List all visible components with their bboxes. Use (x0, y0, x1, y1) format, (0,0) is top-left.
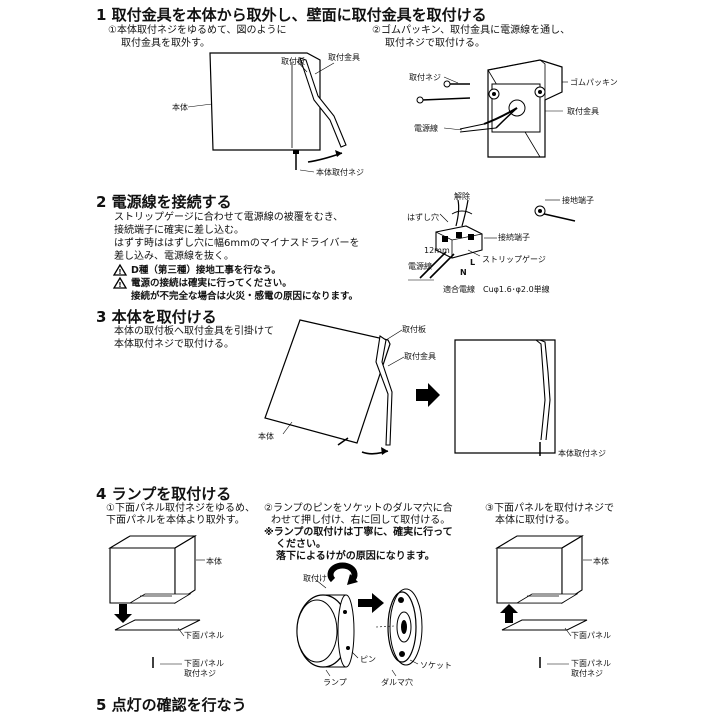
fig-label-l: L (470, 258, 476, 267)
fig1-label-screw: 本体取付ネジ (316, 168, 364, 177)
step4-sub2-line2: わせて押し付け、右に回して取付ける。 (271, 515, 451, 526)
fig-label-spec: 適合電線 Cuφ1.6･φ2.0単線 (443, 285, 550, 294)
fig4b-label-pin: ピン (360, 655, 376, 664)
fig4a-label-panel: 下面パネル (184, 631, 224, 640)
fig4c-label-body: 本体 (593, 557, 609, 566)
step4-note3: 落下によるけがの原因になります。 (276, 551, 435, 562)
fig-label-ground: 接地端子 (562, 196, 594, 205)
step4-sub3-line1: ③下面パネルを取付けネジで (485, 503, 614, 514)
fig-label-cable: 電源線 (408, 262, 432, 271)
fig3-label-body: 本体 (258, 432, 274, 441)
step2-line4: 差し込み、電源線を抜く。 (114, 251, 234, 262)
step2-line1: ストリップゲージに合わせて電源線の被覆をむき、 (114, 212, 344, 223)
fig-label-terminal: 接続端子 (498, 233, 530, 242)
fig-label-length: 12mm (424, 246, 450, 255)
step1-sub2-line2: 取付ネジで取付ける。 (385, 38, 485, 49)
warning-fire: 接続が不完全な場合は火災・感電の原因になります。 (131, 291, 359, 302)
step3-line1: 本体の取付板へ取付金具を引掛けて (114, 326, 274, 337)
step2-line2: 接続端子に確実に差し込む。 (114, 225, 244, 236)
step2-line3: はずす時ははずし穴に幅6mmのマイナスドライバーを (114, 238, 360, 249)
fig2-label-bracket: 取付金具 (567, 107, 599, 116)
step4-sub1-line1: ①下面パネル取付ネジをゆるめ、 (106, 503, 255, 514)
step4-note1: ※ランプの取付けは丁寧に、確実に行って (264, 527, 453, 538)
fig1-label-bracket: 取付金具 (328, 53, 360, 62)
warning-ground: D種（第三種）接地工事を行なう。 (131, 265, 281, 276)
fig-label-strip: ストリップゲージ (482, 255, 546, 264)
fig3-label-plate: 取付板 (402, 325, 426, 334)
step4-title: 4 ランプを取付ける (96, 485, 232, 503)
step4-sub2-line1: ②ランプのピンをソケットのダルマ穴に合 (264, 503, 453, 514)
fig4b-label-hole: ダルマ穴 (381, 678, 413, 687)
step3-title: 3 本体を取付ける (96, 308, 217, 326)
svg-text:!: ! (118, 268, 121, 276)
step4-note2: ください。 (276, 539, 326, 550)
warning-connection: 電源の接続は確実に行ってください。 (131, 278, 292, 289)
fig2-label-screw: 取付ネジ (409, 73, 441, 82)
fig-label-release: 解除 (454, 192, 470, 201)
fig2-label-cable: 電源線 (414, 124, 438, 133)
fig4b-label-attach: 取付け (303, 574, 327, 583)
fig4a-label-screw2: 取付ネジ (184, 669, 216, 678)
step1-sub2-line1: ②ゴムパッキン、取付金具に電源線を通し、 (372, 25, 571, 36)
fig1-label-body: 本体 (172, 103, 188, 112)
svg-text:!: ! (118, 281, 121, 289)
step4-sub1-line2: 下面パネルを本体より取外す。 (106, 515, 245, 526)
fig4c-label-screw1: 下面パネル (571, 659, 611, 668)
fig4b-label-socket: ソケット (420, 661, 452, 670)
fig4b-label-lamp: ランプ (323, 678, 347, 687)
fig2-label-gasket: ゴムパッキン (570, 78, 618, 87)
fig4c-label-panel: 下面パネル (571, 631, 611, 640)
fig4a-label-body: 本体 (206, 557, 222, 566)
fig-label-hole: はずし穴 (407, 213, 439, 222)
fig-label-n: N (460, 268, 467, 277)
step1-sub1-line1: ①本体取付ネジをゆるめて、図のように (108, 25, 287, 36)
step5-title: 5 点灯の確認を行なう (96, 696, 247, 714)
fig4c-label-screw2: 取付ネジ (571, 669, 603, 678)
step1-title: 1 取付金具を本体から取外し、壁面に取付金具を取付ける (96, 6, 487, 24)
step4-sub3-line2: 本体に取付ける。 (495, 515, 575, 526)
fig1-label-plate: 取付板 (281, 57, 305, 66)
fig4a-label-screw1: 下面パネル (184, 659, 224, 668)
step3-line2: 本体取付ネジで取付ける。 (114, 339, 234, 350)
step1-sub1-line2: 取付金具を取外す。 (121, 38, 210, 49)
step2-title: 2 電源線を接続する (96, 193, 232, 211)
fig3-label-screw: 本体取付ネジ (558, 449, 606, 458)
fig3-label-bracket: 取付金具 (404, 352, 436, 361)
